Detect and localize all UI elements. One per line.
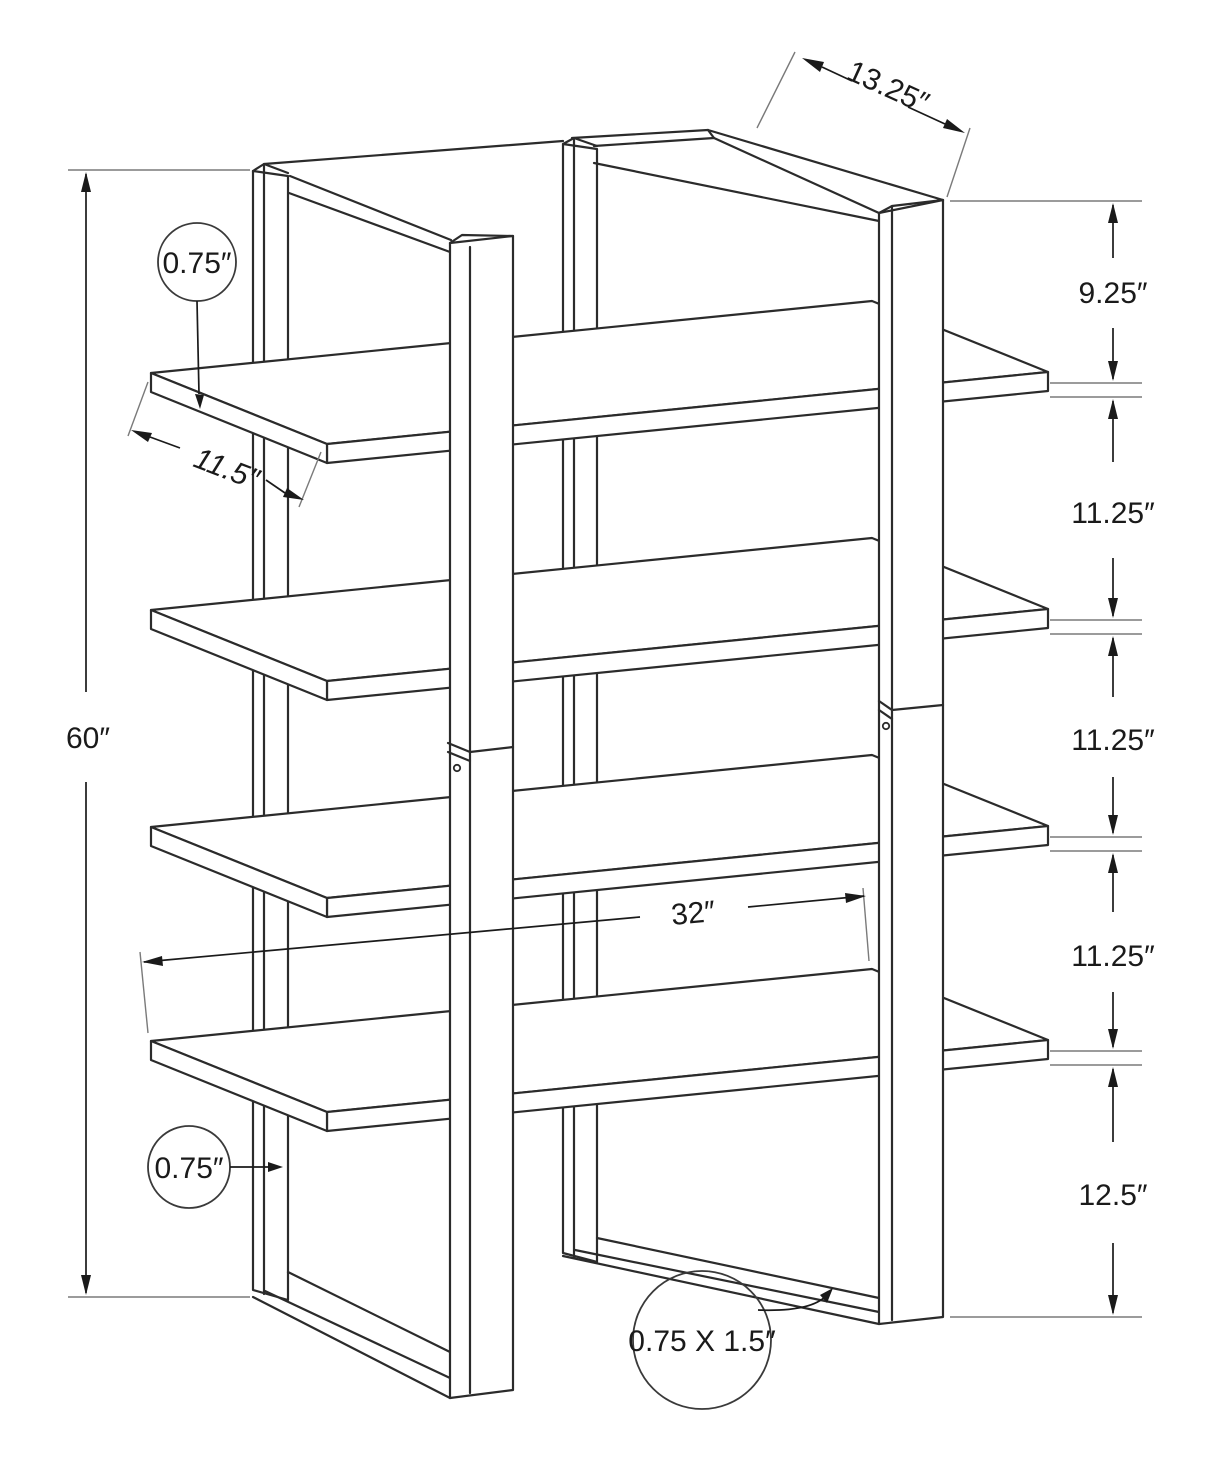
right-rail-crease	[712, 136, 881, 215]
right-window-top	[592, 161, 881, 223]
rail-profile-label: 0.75 X 1.5″	[628, 1325, 776, 1358]
callout-shelf-thickness: 0.75″	[157, 222, 237, 409]
right-rail-near-top	[592, 136, 716, 148]
dim-gap-2-label: 11.25″	[1071, 497, 1155, 530]
right-bottom-rail-crease	[573, 1248, 881, 1314]
dim-gap-4: 11.25″	[1071, 853, 1155, 1049]
left-back-post-cap	[251, 162, 290, 175]
dim-gap-2: 11.25″	[1071, 399, 1155, 618]
left-bottom-rail-inner	[286, 1270, 452, 1354]
left-bottom-rail-crease	[263, 1289, 452, 1380]
right-bottom-rail-inner	[595, 1236, 881, 1300]
dim-gap-top-label: 9.25″	[1078, 277, 1147, 310]
dim-gap-3-label: 11.25″	[1071, 724, 1155, 757]
callout-rail-profile: 0.75 X 1.5″	[628, 1270, 833, 1410]
right-front-post-cap	[877, 198, 945, 215]
left-front-post-cap	[448, 233, 515, 245]
dim-gap-bottom-label: 12.5″	[1078, 1179, 1147, 1212]
left-post-screw	[452, 763, 462, 773]
left-bottom-rail-outer	[251, 1295, 452, 1400]
dim-top-depth-label: 13.25″	[842, 55, 934, 121]
right-post-joint	[877, 699, 945, 712]
callout-post-width: 0.75″	[147, 1125, 283, 1209]
right-bottom-rail-outer	[561, 1254, 881, 1326]
left-frame-back	[251, 162, 453, 1400]
dim-gap-bottom: 12.5″	[1078, 1067, 1148, 1315]
right-rail-far-top	[570, 128, 710, 140]
post-width-label: 0.75″	[154, 1152, 223, 1185]
dim-width-label: 32″	[670, 895, 717, 932]
left-back-post	[251, 169, 290, 1302]
left-window-top	[287, 191, 452, 254]
shelf-thickness-label: 0.75″	[162, 247, 231, 280]
left-front-post	[446, 233, 515, 1400]
right-rail-outer-edge	[706, 128, 945, 202]
shelf-4	[149, 967, 1050, 1133]
right-chain-extensions	[950, 200, 1142, 1318]
dim-height: 60″	[66, 169, 250, 1298]
right-front-post	[877, 198, 945, 1326]
dim-gap-top: 9.25″	[1078, 203, 1148, 381]
rail-profile-balloon	[632, 1270, 772, 1410]
dim-width: 32″	[139, 887, 870, 1034]
left-rail-crease	[288, 174, 453, 242]
far-rail-edge	[262, 139, 565, 166]
dim-gap-4-label: 11.25″	[1071, 940, 1155, 973]
front-posts	[446, 198, 945, 1400]
right-post-screw	[881, 721, 891, 731]
dim-gap-3: 11.25″	[1071, 636, 1155, 835]
dim-height-label: 60″	[66, 722, 110, 755]
left-post-joint	[446, 741, 515, 754]
